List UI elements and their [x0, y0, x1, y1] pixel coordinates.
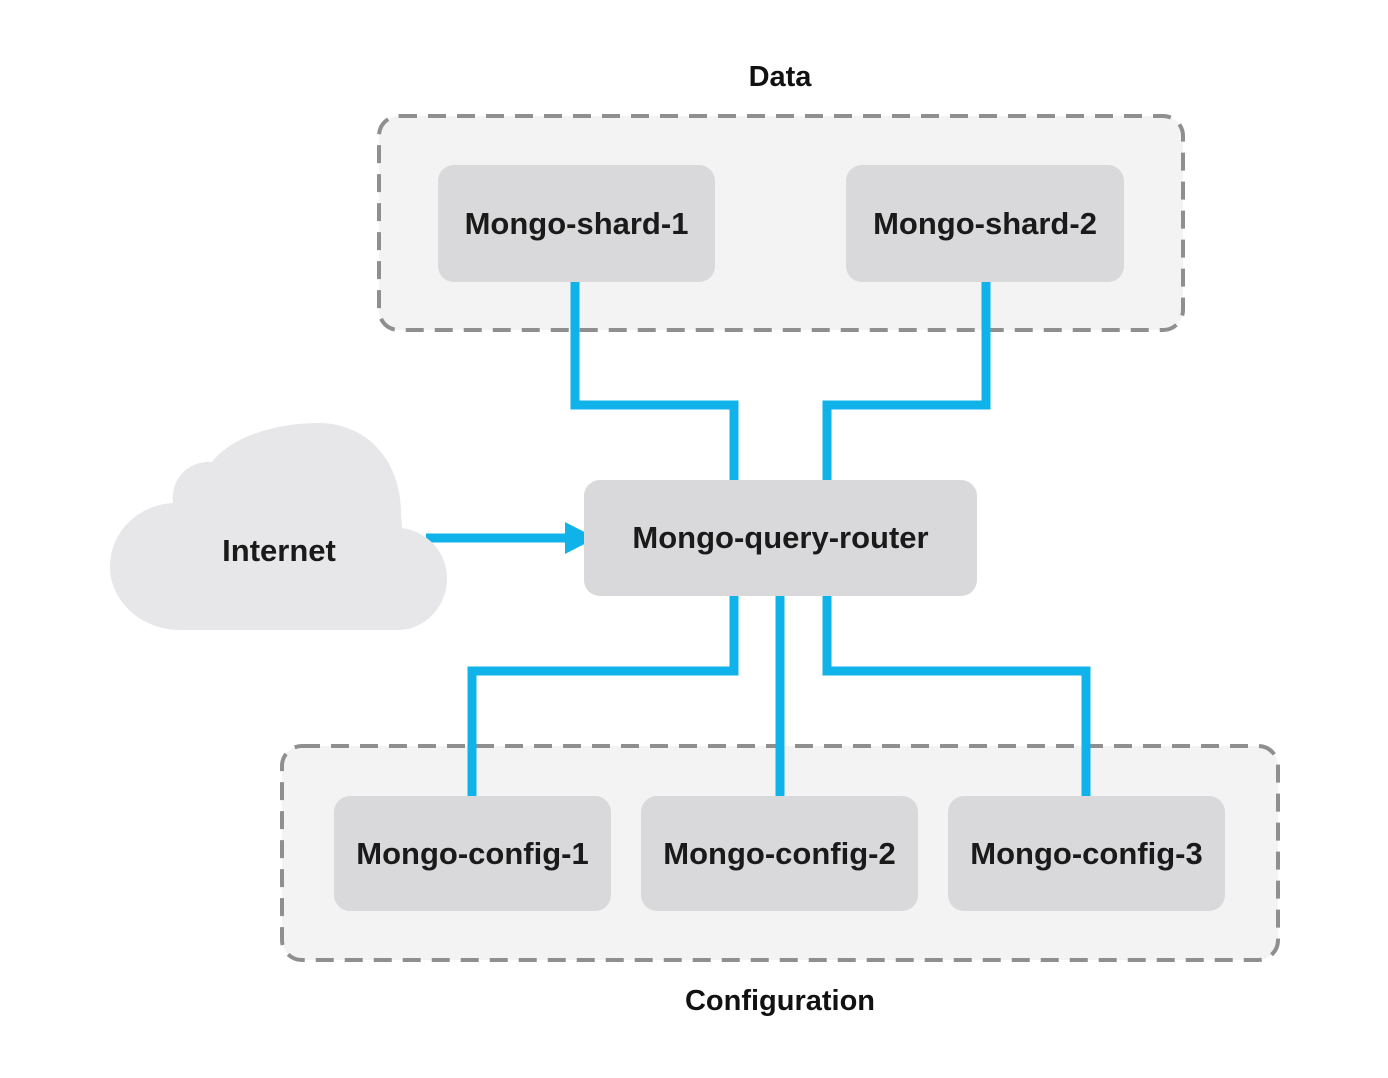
node-mongo-config-2[interactable]: Mongo-config-2: [641, 796, 918, 911]
edge-router-to-config-3: [822, 596, 1091, 796]
node-label: Mongo-shard-2: [873, 206, 1097, 241]
arrowhead-icon: [565, 522, 596, 554]
node-mongo-config-3[interactable]: Mongo-config-3: [948, 796, 1225, 911]
node-mongo-query-router[interactable]: Mongo-query-router: [584, 480, 977, 596]
edge-shard-2-to-router: [822, 282, 991, 480]
cloud-icon: [110, 423, 448, 630]
node-box: [584, 480, 977, 596]
node-mongo-shard-2[interactable]: Mongo-shard-2: [846, 165, 1124, 282]
node-mongo-config-1[interactable]: Mongo-config-1: [334, 796, 611, 911]
node-box: [438, 165, 715, 282]
node-label: Mongo-config-3: [970, 836, 1202, 871]
node-label: Mongo-config-2: [663, 836, 895, 871]
data-group-label: Data: [749, 61, 813, 93]
internet-node: Internet: [110, 423, 448, 630]
node-label: Mongo-config-1: [356, 836, 588, 871]
configuration-group-label: Configuration: [685, 985, 875, 1017]
node-mongo-shard-1[interactable]: Mongo-shard-1: [438, 165, 715, 282]
connectors: [426, 282, 1091, 796]
edge-shard-1-to-router: [570, 282, 739, 480]
node-label: Mongo-shard-1: [465, 206, 689, 241]
node-box: [846, 165, 1124, 282]
node-box: [334, 796, 611, 911]
edge-router-to-config-1: [467, 596, 739, 796]
node-box: [641, 796, 918, 911]
node-box: [948, 796, 1225, 911]
node-label: Mongo-query-router: [632, 520, 928, 555]
internet-label: Internet: [222, 533, 336, 568]
